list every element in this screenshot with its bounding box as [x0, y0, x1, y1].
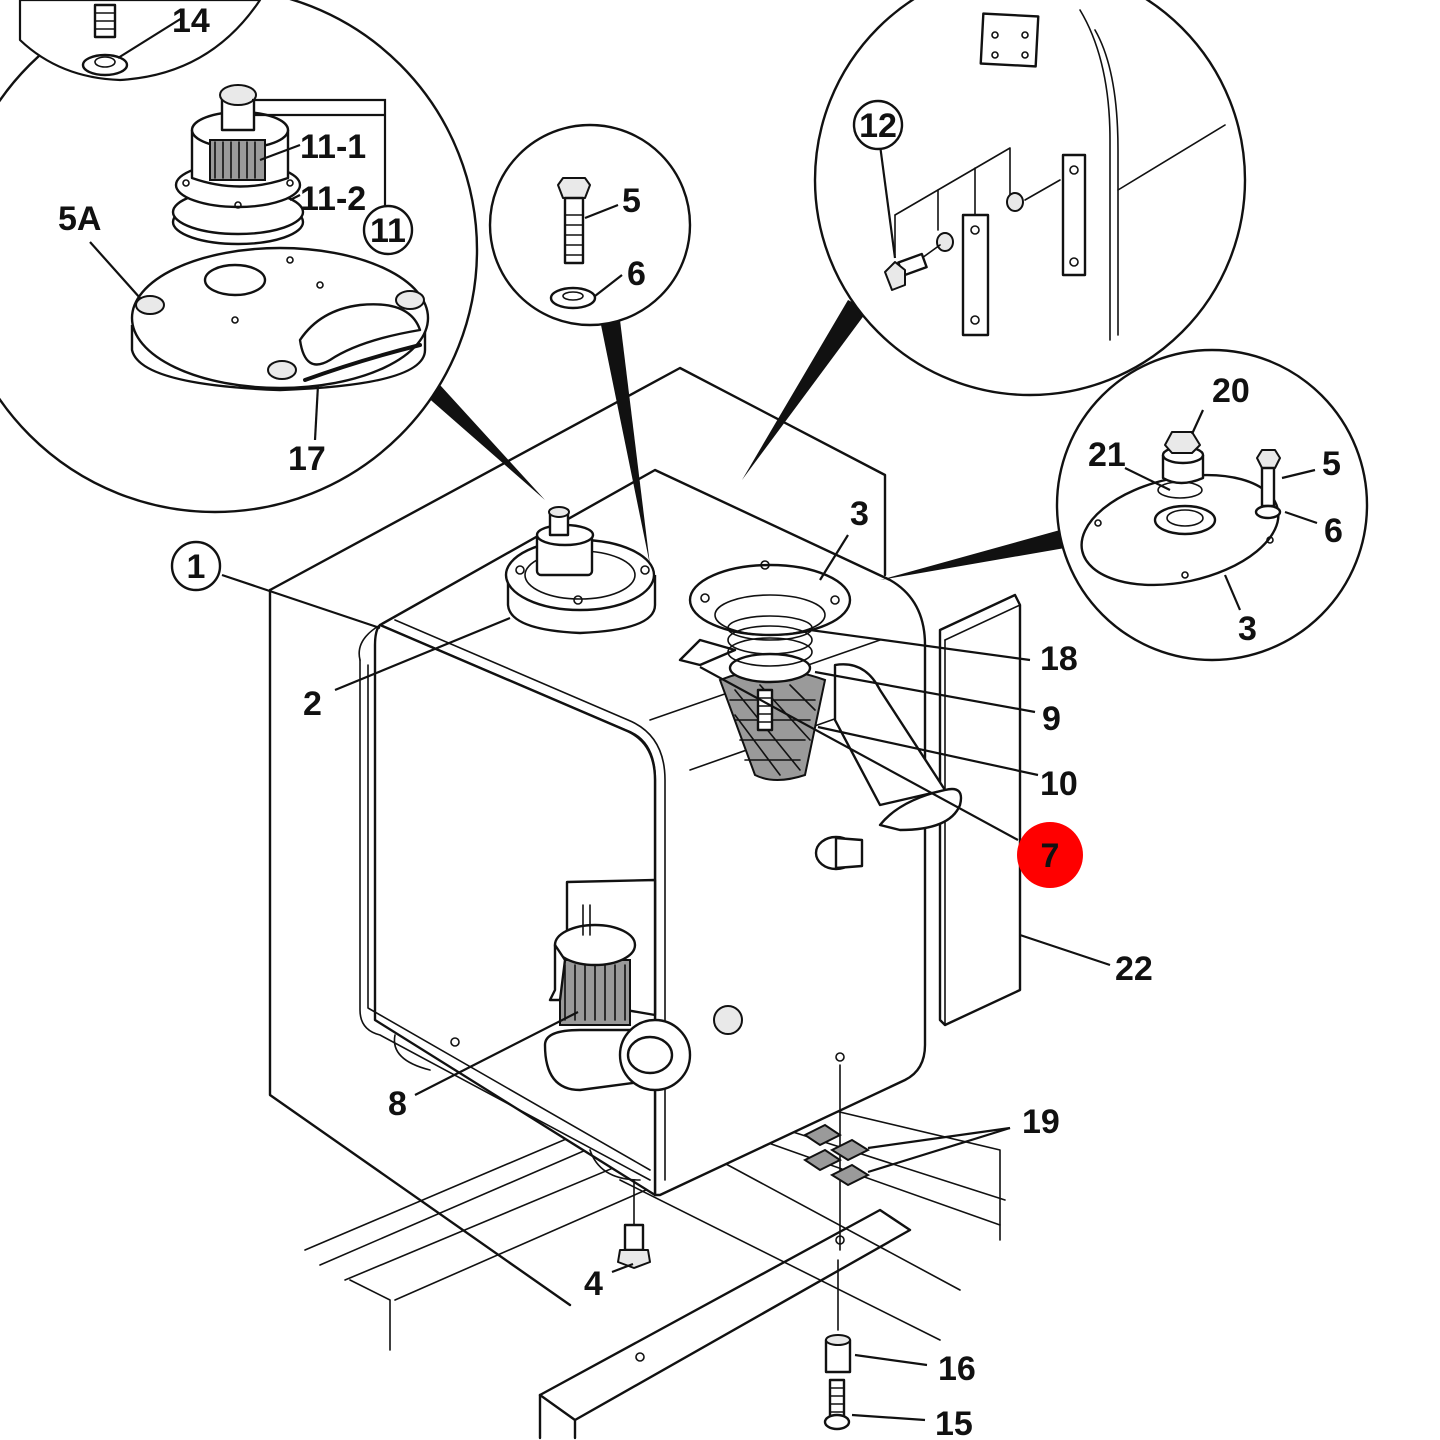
detail-view-access-cover [880, 348, 1369, 662]
label-5A: 5A [58, 200, 101, 238]
washer-12 [936, 192, 1024, 252]
suction-strainer [548, 904, 637, 1026]
label-19: 19 [1022, 1103, 1060, 1141]
cap-bolt [135, 290, 425, 380]
label-3-top: 3 [850, 495, 869, 533]
bolt-5 [557, 177, 591, 265]
label-5-right: 5 [1322, 445, 1341, 483]
side-panel [938, 593, 1022, 1027]
label-10: 10 [1040, 765, 1078, 803]
bolt-15 [823, 1378, 851, 1431]
callout-12-circle: 12 [852, 99, 904, 151]
callout-7-highlight: 7 [1017, 822, 1083, 888]
hex-bolt-4 [617, 1223, 651, 1269]
label-6-right: 6 [1324, 512, 1343, 550]
label-20: 20 [1212, 372, 1250, 410]
label-12: 12 [859, 107, 897, 145]
return-filter-head [504, 506, 657, 635]
label-8: 8 [388, 1085, 407, 1123]
washer-6 [549, 286, 597, 310]
hydraulic-tank [268, 366, 927, 1307]
label-16: 16 [938, 1350, 976, 1388]
detail-view-bracket [742, 0, 1247, 480]
highlight-circle [1017, 822, 1083, 888]
callout-11-circle: 11 [362, 204, 414, 256]
label-14: 14 [172, 2, 210, 40]
label-7: 7 [1041, 837, 1060, 875]
label-9: 9 [1042, 700, 1061, 738]
label-18: 18 [1040, 640, 1078, 678]
label-15: 15 [935, 1405, 973, 1440]
label-1: 1 [187, 548, 206, 586]
label-6-detail: 6 [627, 255, 646, 293]
label-5-detail: 5 [622, 182, 641, 220]
detail-view-filter-head [0, 0, 545, 514]
label-11-1: 11-1 [300, 128, 366, 166]
label-17: 17 [288, 440, 326, 478]
label-21: 21 [1088, 436, 1126, 474]
callout-labels: 14 11-1 11-2 11 5A 17 5 6 12 20 21 5 6 3… [58, 2, 1343, 1440]
label-4: 4 [584, 1265, 603, 1303]
filler-assembly [678, 560, 963, 832]
shims-19 [803, 1123, 871, 1187]
spacer-16 [824, 1334, 852, 1374]
label-11-2: 11-2 [300, 180, 366, 218]
leader-lines [89, 17, 1318, 1422]
label-11: 11 [370, 212, 406, 250]
label-3-right: 3 [1238, 610, 1257, 648]
label-2: 2 [303, 685, 322, 723]
bottom-fasteners [617, 1064, 871, 1431]
detail-view-bolt [488, 123, 692, 565]
bolt-5-right [1254, 449, 1282, 520]
label-22: 22 [1115, 950, 1153, 988]
callout-1-circle: 1 [170, 540, 222, 592]
